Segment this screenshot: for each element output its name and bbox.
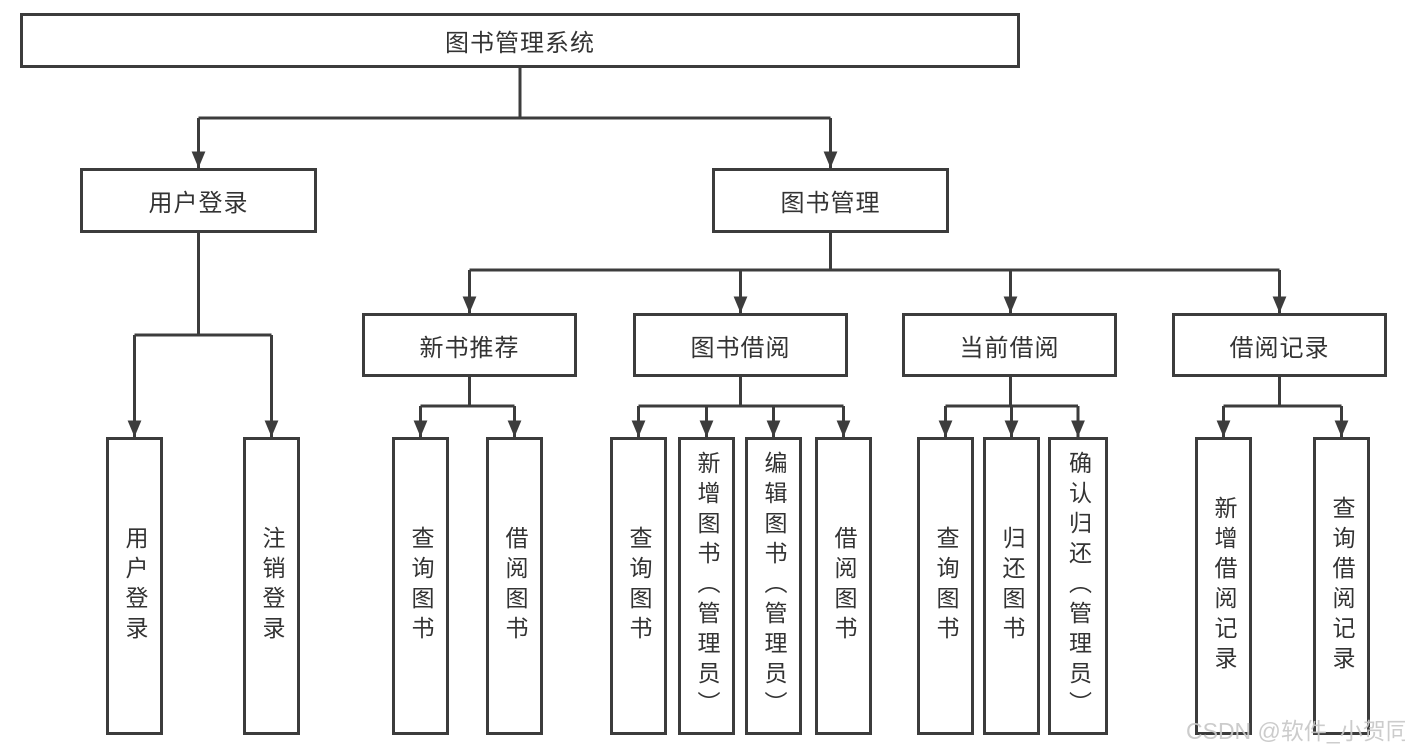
node-user-login: 用户登录 xyxy=(80,168,317,233)
leaf-borrowing-query-books: 查询图书 xyxy=(610,437,667,735)
node-borrow-records: 借阅记录 xyxy=(1172,313,1387,377)
leaf-borrowing-borrow-books: 借阅图书 xyxy=(815,437,872,735)
leaf-newbooks-borrow-books: 借阅图书 xyxy=(486,437,543,735)
leaf-records-add-record: 新增借阅记录 xyxy=(1195,437,1252,735)
leaf-logout: 注销登录 xyxy=(243,437,300,735)
node-current-borrowing: 当前借阅 xyxy=(902,313,1117,377)
node-book-management: 图书管理 xyxy=(712,168,949,233)
leaf-records-query-record: 查询借阅记录 xyxy=(1313,437,1370,735)
csdn-watermark: CSDN @软件_小贺同学 xyxy=(1186,718,1405,744)
leaf-current-return-books: 归还图书 xyxy=(983,437,1040,735)
node-new-book-recommend: 新书推荐 xyxy=(362,313,577,377)
leaf-current-confirm-return-admin: 确认归还（管理员） xyxy=(1048,437,1108,735)
leaf-newbooks-query-books: 查询图书 xyxy=(392,437,449,735)
node-root: 图书管理系统 xyxy=(20,13,1020,68)
leaf-current-query-books: 查询图书 xyxy=(917,437,974,735)
leaf-user-login: 用户登录 xyxy=(106,437,163,735)
leaf-borrowing-add-books-admin: 新增图书（管理员） xyxy=(678,437,735,735)
connector-rails xyxy=(134,68,1342,408)
leaf-borrowing-edit-books-admin: 编辑图书（管理员） xyxy=(745,437,802,735)
node-book-borrowing: 图书借阅 xyxy=(633,313,848,377)
